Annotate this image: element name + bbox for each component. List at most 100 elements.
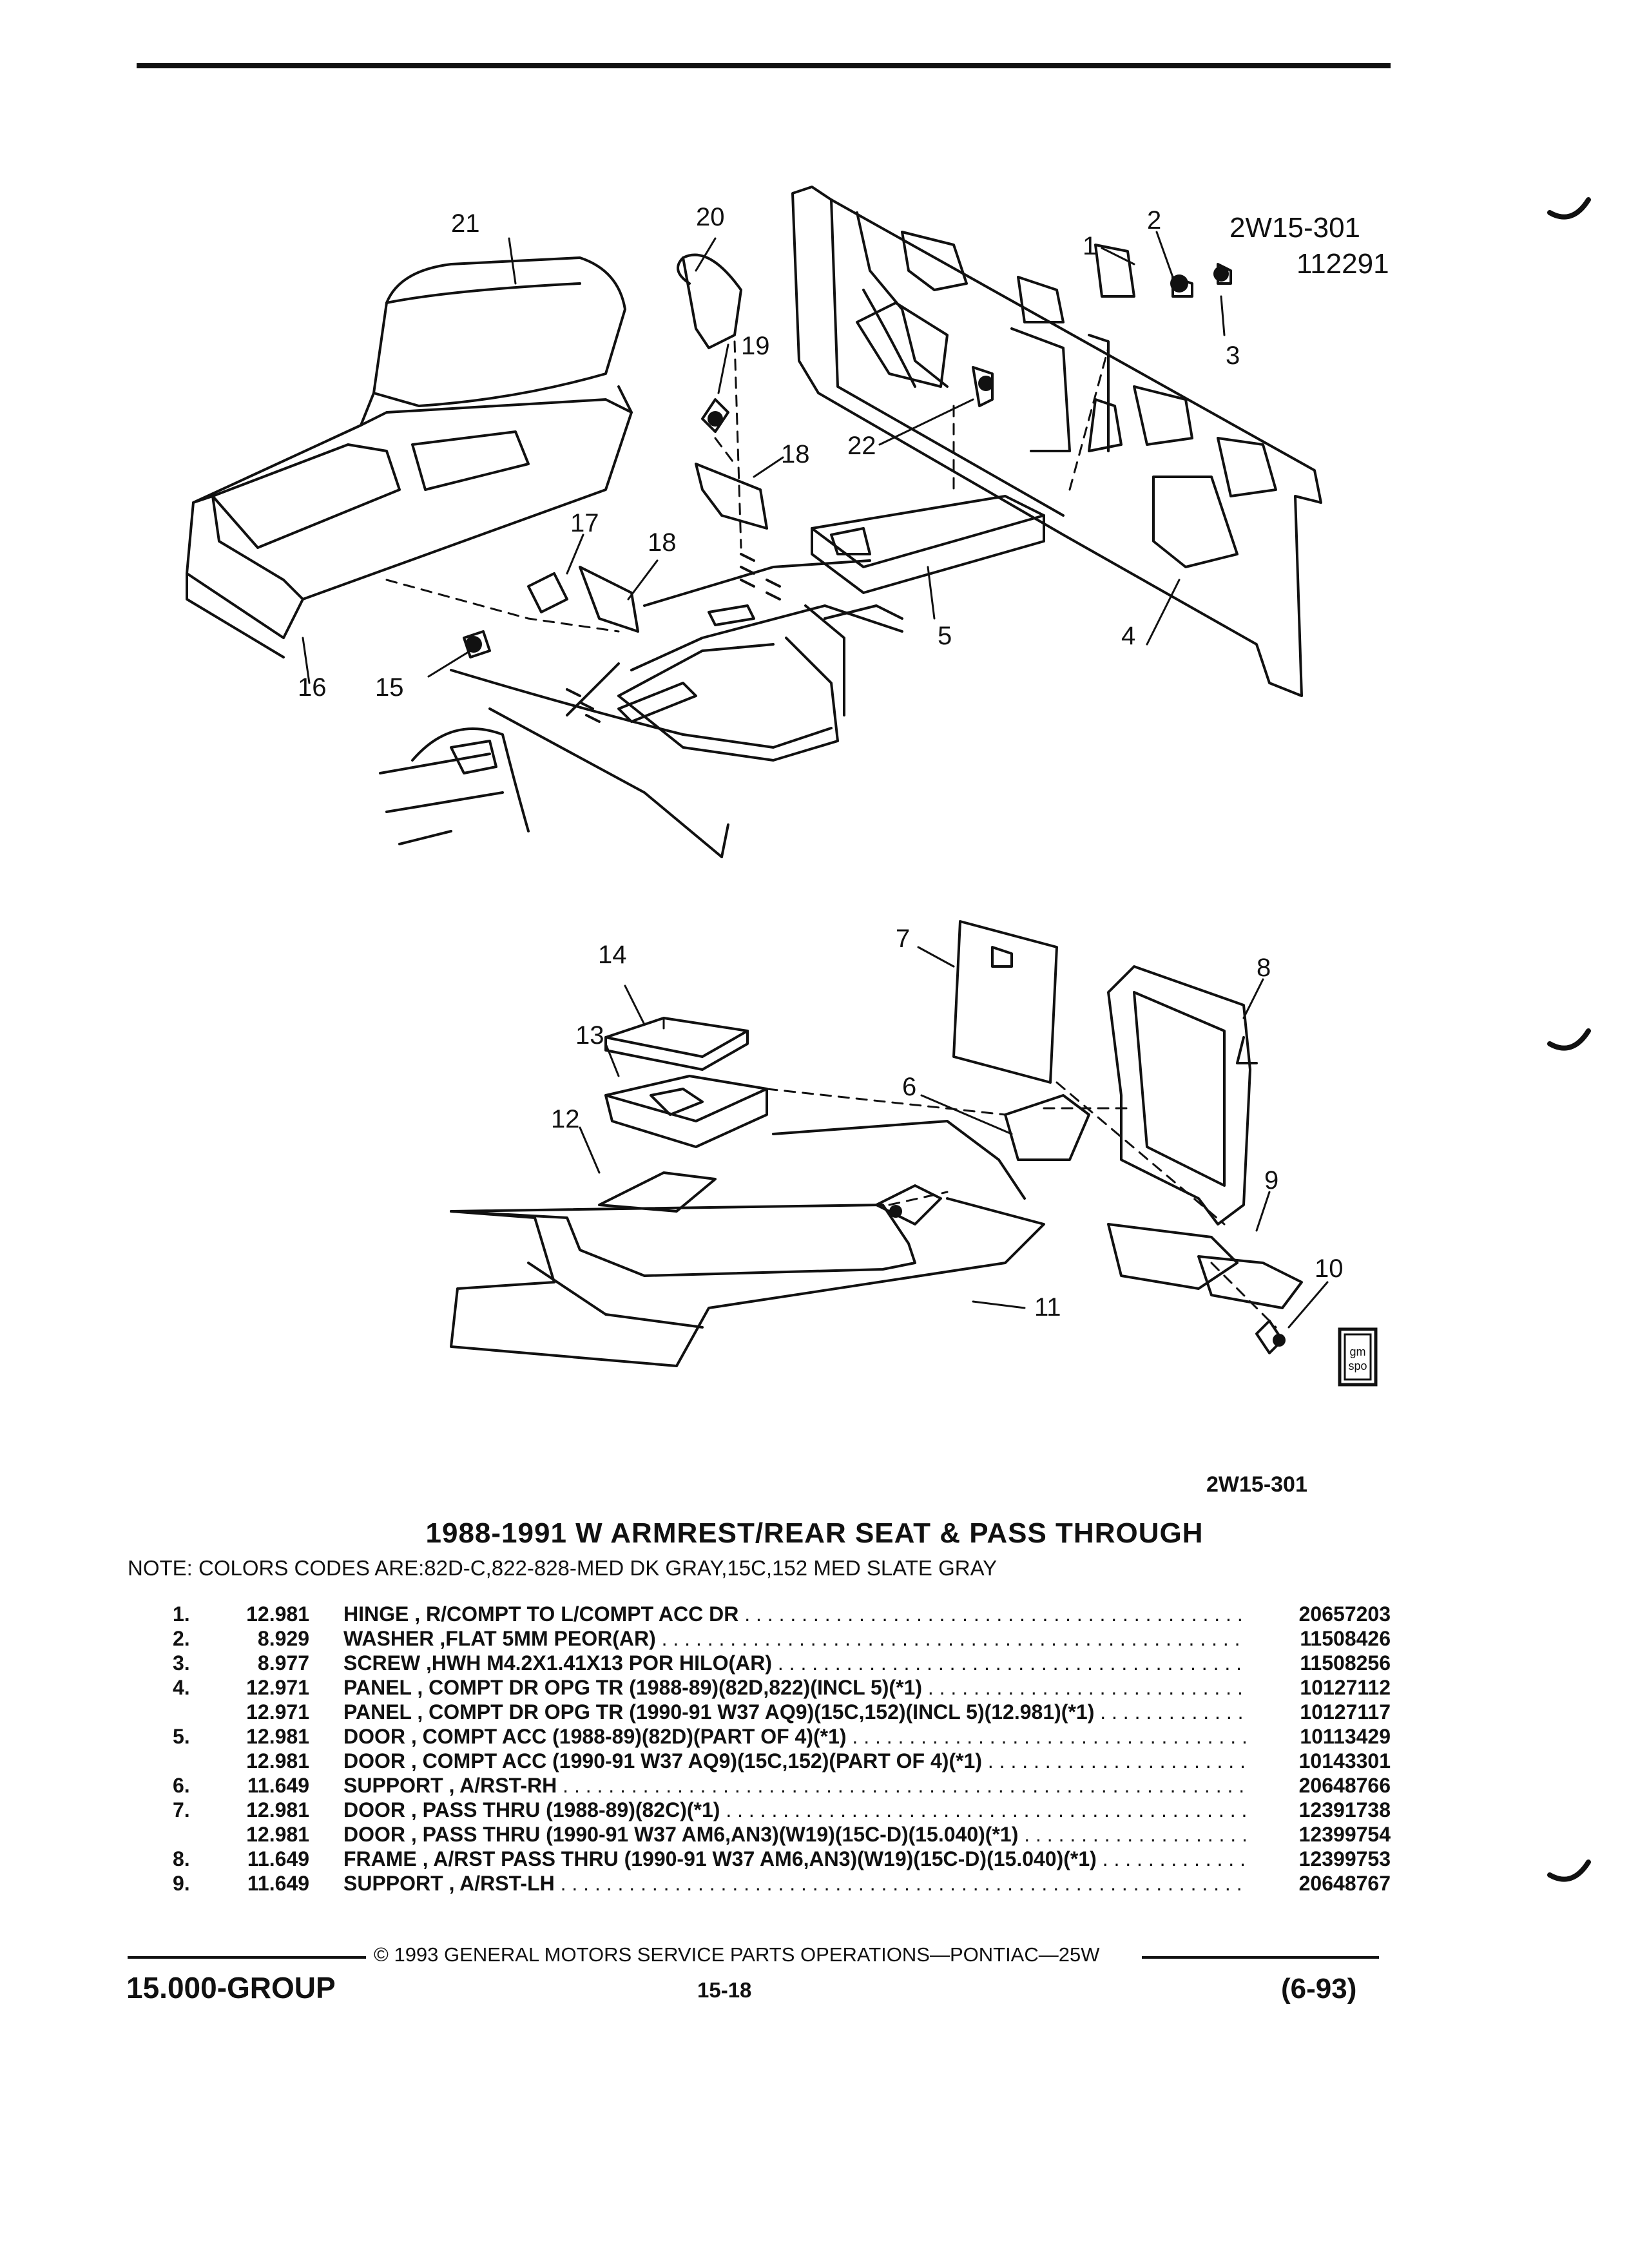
callout-13: 13 (575, 1021, 604, 1050)
parts-row: 12.971 PANEL , COMPT DR OPG TR (1990-91 … (173, 1700, 1397, 1725)
callout-7: 7 (896, 925, 910, 953)
part-description: PANEL , COMPT DR OPG TR (1988-89)(82D,82… (343, 1676, 1246, 1700)
parts-row: 3. 8.977 SCREW ,HWH M4.2X1.41X13 POR HIL… (173, 1651, 1397, 1676)
callout-2: 2 (1147, 206, 1161, 235)
color-note: NOTE: COLORS CODES ARE:82D-C,822-828-MED… (128, 1556, 998, 1580)
parts-row: 6. 11.649 SUPPORT , A/RST-RH 20648766 (173, 1774, 1397, 1798)
part-number: 10113429 (1300, 1725, 1391, 1748)
diagram-date-code: 112291 (1296, 248, 1389, 280)
parts-row: 12.981 DOOR , PASS THRU (1990-91 W37 AM6… (173, 1823, 1397, 1847)
compartment-door-drawing (811, 495, 1045, 594)
callout-15: 15 (375, 673, 404, 702)
parts-row: 7. 12.981 DOOR , PASS THRU (1988-89)(82C… (173, 1798, 1397, 1823)
rear-seat-panel-drawing (791, 186, 1322, 697)
group-number: 12.971 (246, 1676, 309, 1699)
gm-spo-logo: gm spo (1338, 1327, 1378, 1387)
group-number: 8.977 (257, 1651, 309, 1675)
item-number: 9. (173, 1872, 190, 1895)
part-number: 12399754 (1298, 1823, 1391, 1846)
part-number: 12391738 (1298, 1798, 1391, 1821)
parts-list: 1. 12.981 HINGE , R/COMPT TO L/COMPT ACC… (173, 1602, 1397, 1896)
group-number: 8.929 (257, 1627, 309, 1650)
part-description: SUPPORT , A/RST-LH (343, 1872, 1246, 1896)
group-number: 12.981 (246, 1602, 309, 1626)
assembly-dashed-lines (385, 340, 1277, 1329)
part-description: WASHER ,FLAT 5MM PEOR(AR) (343, 1627, 1246, 1651)
part-description: DOOR , PASS THRU (1988-89)(82C)(*1) (343, 1798, 1246, 1822)
callout-3: 3 (1226, 341, 1240, 370)
callout-20: 20 (696, 203, 725, 231)
exploded-parts-diagram: 1 2 3 4 5 6 7 8 9 10 11 12 13 14 15 16 1… (186, 186, 1344, 1367)
pass-through-drawing (450, 1017, 1045, 1367)
part-number: 20648767 (1298, 1872, 1391, 1895)
part-number: 12399753 (1298, 1847, 1391, 1870)
item-number: 7. (173, 1798, 190, 1821)
footer-rule-left (128, 1956, 366, 1959)
part-number: 20657203 (1298, 1602, 1391, 1626)
page-title: 1988-1991 W ARMREST/REAR SEAT & PASS THR… (425, 1517, 1204, 1549)
part-description: FRAME , A/RST PASS THRU (1990-91 W37 AM6… (343, 1847, 1246, 1871)
callout-4: 4 (1121, 622, 1135, 650)
binder-mark-top (1547, 197, 1591, 220)
binder-mark-bottom (1547, 1860, 1591, 1882)
parts-row: 1. 12.981 HINGE , R/COMPT TO L/COMPT ACC… (173, 1602, 1397, 1627)
parts-row: 9. 11.649 SUPPORT , A/RST-LH 20648767 (173, 1872, 1397, 1896)
group-number: 12.981 (246, 1749, 309, 1773)
part-number: 10127117 (1300, 1700, 1391, 1724)
item-number: 4. (173, 1676, 190, 1699)
callout-17: 17 (570, 509, 599, 537)
group-number: 12.981 (246, 1725, 309, 1748)
item-number: 3. (173, 1651, 190, 1675)
callout-8: 8 (1257, 954, 1271, 982)
callout-18-lower: 18 (648, 528, 677, 557)
part-number: 10143301 (1298, 1749, 1391, 1773)
parts-row: 5. 12.981 DOOR , COMPT ACC (1988-89)(82D… (173, 1725, 1397, 1749)
logo-text-gm: gm (1349, 1345, 1365, 1358)
frame-door-drawing (952, 920, 1303, 1354)
copyright-line: © 1993 GENERAL MOTORS SERVICE PARTS OPER… (374, 1943, 1100, 1966)
figure-code: 2W15-301 (1206, 1472, 1307, 1497)
screw-heads (465, 266, 1286, 1347)
callout-1: 1 (1083, 232, 1097, 260)
part-description: SCREW ,HWH M4.2X1.41X13 POR HILO(AR) (343, 1651, 1246, 1675)
item-number: 1. (173, 1602, 190, 1626)
part-number: 11508426 (1300, 1627, 1391, 1650)
top-rule (137, 63, 1391, 68)
part-number: 11508256 (1300, 1651, 1391, 1675)
parts-row: 4. 12.971 PANEL , COMPT DR OPG TR (1988-… (173, 1676, 1397, 1700)
part-description: HINGE , R/COMPT TO L/COMPT ACC DR (343, 1602, 1246, 1626)
logo-text-spo: spo (1348, 1360, 1367, 1372)
binder-mark-middle (1547, 1028, 1591, 1051)
callout-14: 14 (598, 941, 627, 969)
callout-22: 22 (847, 432, 876, 460)
callout-9: 9 (1264, 1166, 1278, 1195)
footer-rule-right (1142, 1956, 1379, 1959)
part-number: 20648766 (1298, 1774, 1391, 1797)
item-number: 5. (173, 1725, 190, 1748)
callout-5: 5 (938, 622, 952, 650)
group-number: 11.649 (247, 1774, 309, 1797)
callout-6: 6 (902, 1073, 916, 1101)
item-number: 8. (173, 1847, 190, 1870)
group-number: 12.981 (246, 1823, 309, 1846)
callout-16: 16 (298, 673, 327, 702)
item-number: 6. (173, 1774, 190, 1797)
callout-12: 12 (551, 1105, 580, 1133)
group-number: 12.981 (246, 1798, 309, 1821)
part-description: SUPPORT , A/RST-RH (343, 1774, 1246, 1798)
group-number: 12.971 (246, 1700, 309, 1724)
callout-10: 10 (1315, 1254, 1344, 1283)
item-number: 2. (173, 1627, 190, 1650)
callout-11: 11 (1034, 1293, 1061, 1321)
revision-date: (6-93) (1281, 1973, 1357, 2004)
parts-row: 2. 8.929 WASHER ,FLAT 5MM PEOR(AR) 11508… (173, 1627, 1397, 1651)
callout-19: 19 (741, 332, 770, 360)
callout-21: 21 (451, 209, 480, 238)
small-hardware-drawing (463, 244, 1232, 723)
parts-row: 12.981 DOOR , COMPT ACC (1990-91 W37 AQ9… (173, 1749, 1397, 1774)
group-number: 11.649 (247, 1872, 309, 1895)
callout-18-upper: 18 (781, 440, 810, 468)
floor-tunnel-drawing (379, 559, 903, 858)
part-number: 10127112 (1300, 1676, 1391, 1699)
group-number: 11.649 (247, 1847, 309, 1870)
